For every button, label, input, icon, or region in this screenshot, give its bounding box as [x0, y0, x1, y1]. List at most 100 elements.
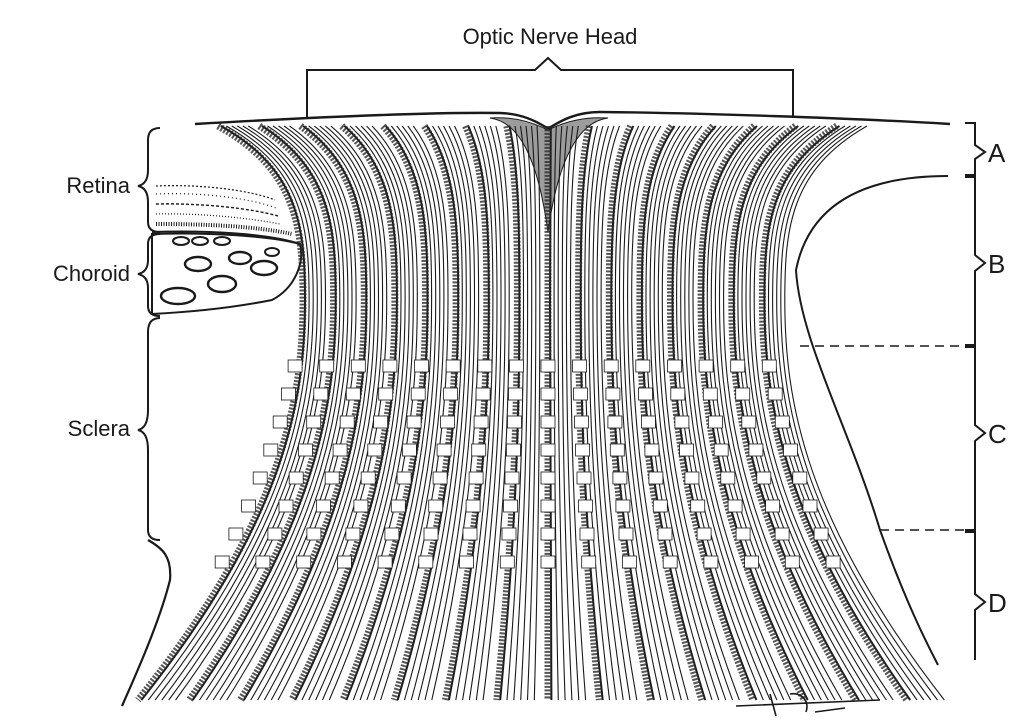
lamina-pore: [346, 388, 360, 400]
lamina-pore: [745, 556, 759, 568]
lamina-pore: [429, 500, 443, 512]
lamina-pore: [775, 528, 789, 540]
lamina-pore: [474, 416, 488, 428]
lamina-pore: [469, 472, 483, 484]
lamina-pore: [803, 500, 817, 512]
sclera-brace: [138, 318, 160, 540]
nerve-fiber: [785, 126, 945, 700]
lamina-pore: [281, 388, 295, 400]
lamina-pore: [606, 388, 620, 400]
lamina-pore: [775, 416, 789, 428]
retina-layer: [156, 186, 275, 200]
lamina-pore: [500, 556, 514, 568]
lamina-pore: [649, 472, 663, 484]
lamina-pore: [616, 500, 630, 512]
lamina-pore: [610, 444, 624, 456]
retina-brace: [138, 128, 160, 232]
lamina-pore: [653, 500, 667, 512]
lamina-pore: [541, 472, 555, 484]
retina-layer: [156, 214, 280, 224]
choroid-vessel: [229, 252, 251, 264]
lamina-pore: [541, 360, 555, 372]
choroid-vessel: [192, 237, 208, 245]
lamina-pore: [541, 416, 555, 428]
lamina-pore: [814, 528, 828, 540]
lamina-pore: [289, 472, 303, 484]
lamina-pore: [378, 556, 392, 568]
lamina-pore: [411, 388, 425, 400]
lamina-pore: [541, 388, 555, 400]
choroid-boundary: [152, 233, 301, 314]
lamina-pore: [749, 444, 763, 456]
lamina-pore: [742, 416, 756, 428]
label-sclera: Sclera: [10, 418, 130, 440]
lamina-pore: [509, 360, 523, 372]
lamina-pore: [397, 472, 411, 484]
lamina-pore: [785, 556, 799, 568]
lamina-pore: [433, 472, 447, 484]
lamina-pore: [437, 444, 451, 456]
lamina-pore: [675, 416, 689, 428]
lamina-pore: [704, 556, 718, 568]
lamina-pore: [721, 472, 735, 484]
lamina-pore: [541, 556, 555, 568]
lamina-pore: [622, 556, 636, 568]
lamina-pore: [407, 416, 421, 428]
choroid-layer: [152, 233, 301, 314]
lamina-pore: [577, 472, 591, 484]
lamina-pore: [463, 528, 477, 540]
lamina-pore: [671, 388, 685, 400]
lamina-pore: [256, 556, 270, 568]
lamina-pore: [368, 444, 382, 456]
choroid-vessel: [185, 257, 211, 271]
lamina-pore: [307, 528, 321, 540]
lamina-pore: [253, 472, 267, 484]
lamina-pore: [768, 388, 782, 400]
choroid-vessel: [208, 276, 236, 292]
choroid-brace: [138, 234, 160, 316]
lamina-pore: [444, 388, 458, 400]
lamina-pore: [478, 360, 492, 372]
lamina-pore: [460, 556, 474, 568]
lamina-pore: [242, 500, 256, 512]
lamina-pore: [784, 444, 798, 456]
nerve-fiber: [554, 126, 558, 700]
choroid-vessel: [265, 248, 279, 256]
zone-c-bracket: [965, 347, 985, 530]
lamina-pore: [714, 444, 728, 456]
lamina-pore: [575, 416, 589, 428]
zone-a-bracket: [965, 123, 985, 175]
lamina-pore: [573, 360, 587, 372]
lamina-pore: [826, 556, 840, 568]
choroid-vessel: [214, 237, 230, 245]
choroid-vessel: [173, 237, 189, 245]
lamina-pore: [361, 472, 375, 484]
nerve-fiber: [200, 126, 340, 700]
lamina-pore: [419, 556, 433, 568]
lamina-pore: [645, 444, 659, 456]
zone-label-a: A: [988, 140, 1005, 166]
lamina-pore: [299, 444, 313, 456]
lamina-pore: [708, 416, 722, 428]
lamina-pore: [320, 360, 334, 372]
lamina-pore: [307, 416, 321, 428]
lamina-pore: [325, 472, 339, 484]
lamina-pore: [505, 472, 519, 484]
top-bracket: [307, 58, 793, 118]
lamina-pore: [697, 528, 711, 540]
lamina-pore: [215, 556, 229, 568]
lamina-pore: [472, 444, 486, 456]
choroid-vessel: [161, 288, 195, 304]
nerve-fiber: [738, 126, 866, 700]
lamina-pore: [508, 416, 522, 428]
lamina-pore: [576, 444, 590, 456]
lamina-pore: [582, 556, 596, 568]
nerve-fiber: [558, 126, 565, 700]
lamina-pore: [793, 472, 807, 484]
lamina-pore: [757, 472, 771, 484]
zone-d-bracket: [965, 532, 985, 660]
choroid-vessel: [251, 261, 277, 275]
lamina-pore: [374, 416, 388, 428]
glial-septum: [138, 126, 303, 700]
